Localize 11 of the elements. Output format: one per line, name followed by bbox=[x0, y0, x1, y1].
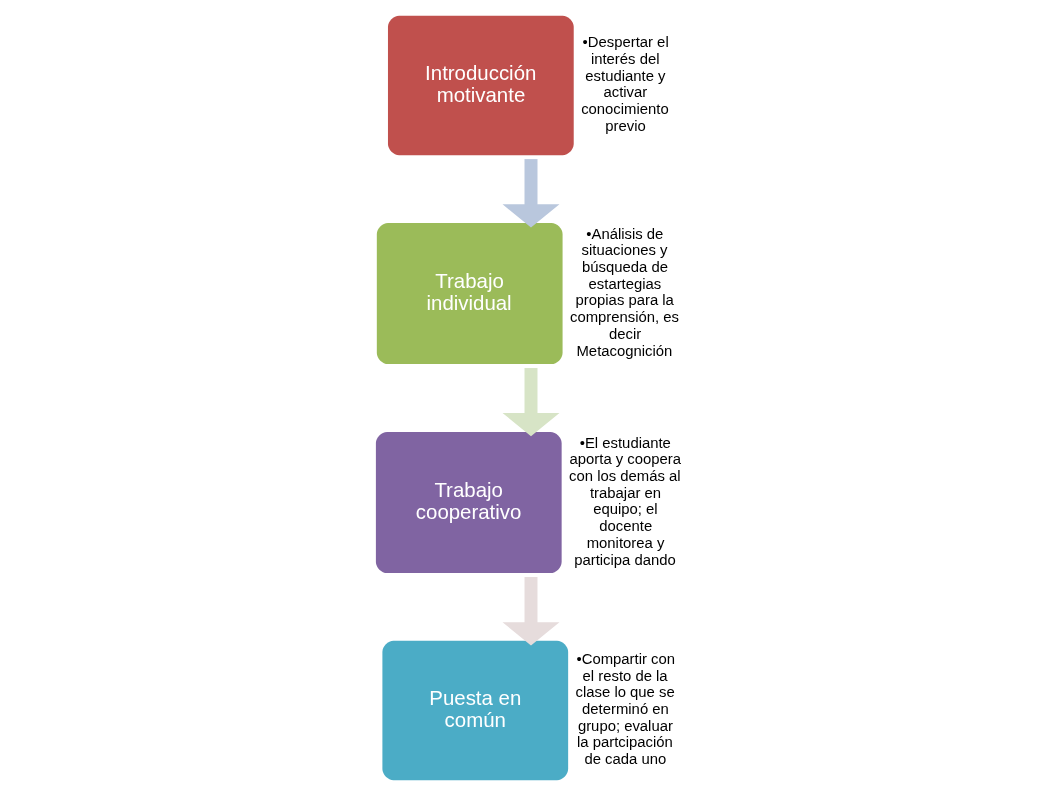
arrow bbox=[502, 368, 559, 437]
node-label: •Despertar el interés del estudiante y activar conocimiento previo bbox=[580, 34, 669, 134]
node-label: •El estudiante aporta y coopera con los demás al trabajar en equipo; el docente monitorea y participa dando bbox=[568, 434, 681, 568]
arrow bbox=[502, 577, 559, 646]
node-box: Trabajo individual bbox=[376, 222, 563, 365]
node-label: •Análisis de situaciones y búsqueda de estartegias propias para la comprensión, es decir Metacognición bbox=[569, 225, 679, 359]
node-box: Puesta en común bbox=[381, 640, 568, 781]
node-label: •Compartir con el resto de la clase lo que se determinó en grupo; evaluar la partcipación de cada uno bbox=[575, 650, 675, 768]
node-box: Trabajo cooperativo bbox=[375, 431, 562, 574]
arrow bbox=[502, 159, 559, 228]
node-box: Introducción motivante bbox=[387, 15, 574, 156]
